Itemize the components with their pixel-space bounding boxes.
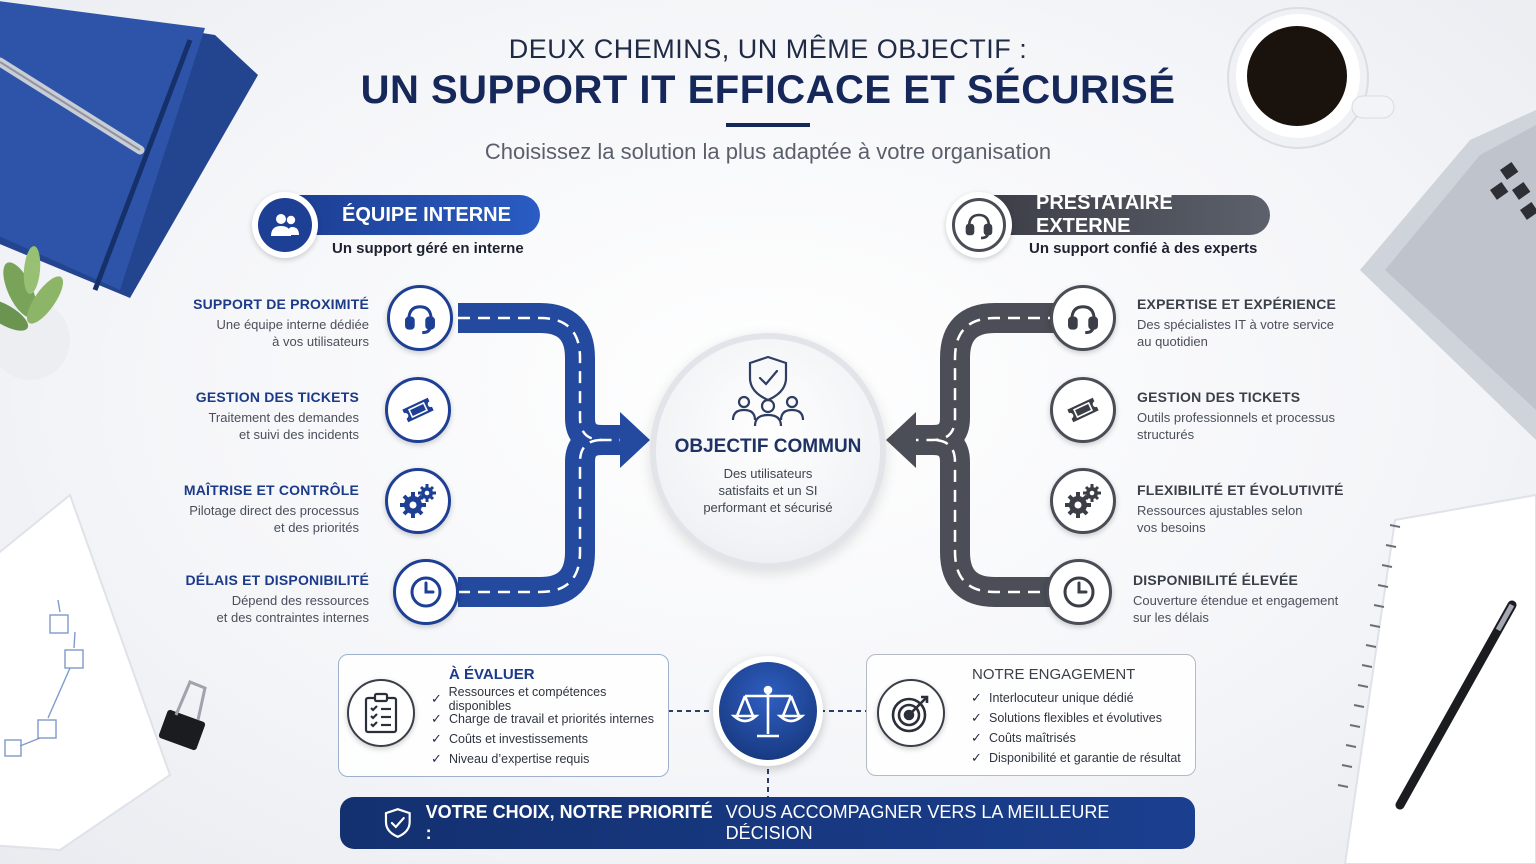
list-item: ✓Solutions flexibles et évolutives xyxy=(971,710,1163,725)
internal-team-header: ÉQUIPE INTERNE xyxy=(298,195,540,235)
external-provider-subtitle: Un support confié à des experts xyxy=(1029,240,1258,257)
engagement-box: NOTRE ENGAGEMENT ✓Interlocuteur unique d… xyxy=(866,654,1196,776)
ticket-icon xyxy=(385,377,451,443)
list-item: ✓Charge de travail et priorités internes xyxy=(431,711,654,726)
external-provider-title: PRESTATAIRE EXTERNE xyxy=(1036,192,1173,237)
header-top-line: DEUX CHEMINS, UN MÊME OBJECTIF : xyxy=(508,34,1028,64)
headset-icon xyxy=(387,285,453,351)
right-item-disponibilite: DISPONIBILITÉ ÉLEVÉE Couverture étendue … xyxy=(1133,572,1339,625)
list-item: ✓Interlocuteur unique dédié xyxy=(971,690,1134,705)
bottom-banner: VOTRE CHOIX, NOTRE PRIORITÉ : VOUS ACCOM… xyxy=(340,797,1195,849)
internal-team-subtitle: Un support géré en interne xyxy=(332,240,524,257)
left-item-delais: DÉLAIS ET DISPONIBILITÉ Dépend des resso… xyxy=(185,572,369,625)
engagement-title: NOTRE ENGAGEMENT xyxy=(972,666,1136,683)
gears-icon xyxy=(1050,468,1116,534)
engagement-list: ✓Interlocuteur unique dédié ✓Solutions f… xyxy=(971,688,1181,768)
internal-team-title: ÉQUIPE INTERNE xyxy=(342,203,511,226)
evaluate-box: À ÉVALUER ✓Ressources et compétences dis… xyxy=(338,654,669,777)
external-provider-header: PRESTATAIRE EXTERNE xyxy=(994,192,1270,237)
balance-badge xyxy=(713,656,823,766)
external-provider-badge xyxy=(946,192,1012,258)
right-item-flexibilite: FLEXIBILITÉ ET ÉVOLUTIVITÉ Ressources aj… xyxy=(1137,482,1344,535)
blue-road xyxy=(458,303,650,607)
clock-icon xyxy=(393,559,459,625)
title-divider xyxy=(726,123,810,127)
target-icon xyxy=(877,679,945,747)
evaluate-title: À ÉVALUER xyxy=(449,666,535,683)
left-item-proximite: SUPPORT DE PROXIMITÉ Une équipe interne … xyxy=(193,296,369,349)
objective-circle xyxy=(650,333,886,569)
scales-icon xyxy=(719,662,817,760)
internal-team-badge xyxy=(252,192,318,258)
page-subtitle: Choisissez la solution la plus adaptée à… xyxy=(484,139,1052,164)
clock-icon xyxy=(1046,559,1112,625)
right-item-tickets: GESTION DES TICKETS Outils professionnel… xyxy=(1137,389,1335,442)
left-item-tickets: GESTION DES TICKETS Traitement des deman… xyxy=(195,389,359,442)
evaluate-list: ✓Ressources et compétences disponibles ✓… xyxy=(431,685,668,769)
right-item-expertise: EXPERTISE ET EXPÉRIENCE Des spécialistes… xyxy=(1137,296,1337,349)
list-item: ✓Disponibilité et garantie de résultat xyxy=(971,750,1181,765)
gray-road xyxy=(886,303,1080,607)
list-item: ✓Coûts et investissements xyxy=(431,731,588,746)
shield-team-icon xyxy=(731,355,805,427)
clipboard-icon xyxy=(347,679,415,747)
banner-text: VOUS ACCOMPAGNER VERS LA MEILLEURE DÉCIS… xyxy=(725,802,1110,843)
objective-title: OBJECTIF COMMUN xyxy=(674,436,862,457)
ticket-icon xyxy=(1050,377,1116,443)
gears-icon xyxy=(385,468,451,534)
users-icon xyxy=(258,198,312,252)
shield-check-icon xyxy=(384,808,411,838)
page-title: UN SUPPORT IT EFFICACE ET SÉCURISÉ xyxy=(360,68,1176,112)
left-item-controle: MAÎTRISE ET CONTRÔLE Pilotage direct des… xyxy=(183,482,359,535)
headset-icon xyxy=(952,198,1006,252)
list-item: ✓Ressources et compétences disponibles xyxy=(431,685,607,713)
list-item: ✓Niveau d’expertise requis xyxy=(431,751,590,766)
connector-lines xyxy=(668,710,866,797)
banner-bold-text: VOTRE CHOIX, NOTRE PRIORITÉ : xyxy=(425,802,713,843)
headset-icon xyxy=(1050,285,1116,351)
list-item: ✓Coûts maîtrisés xyxy=(971,730,1076,745)
